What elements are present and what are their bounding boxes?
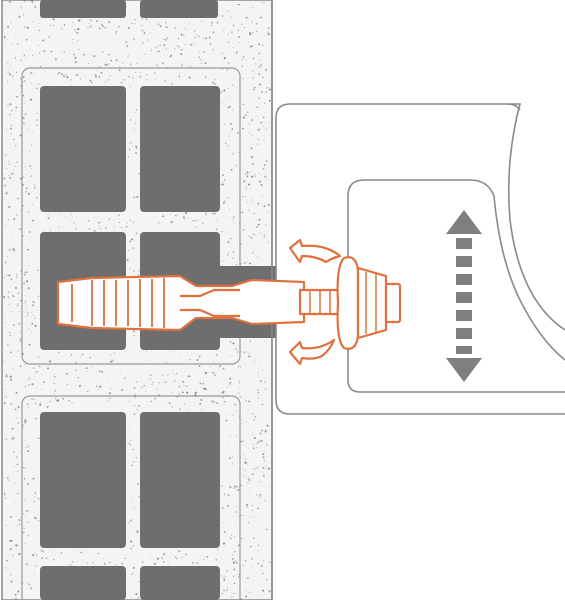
- rotation-arrow-top: [288, 238, 342, 264]
- arrow-dash-7: [456, 346, 472, 354]
- block-shell-lower: [21, 395, 241, 600]
- arrow-dash-3: [456, 274, 472, 285]
- arrow-dash-1: [456, 238, 472, 249]
- anchor-sleeve: [56, 274, 306, 332]
- arrow-dash-4: [456, 292, 472, 303]
- arrow-dash-5: [456, 310, 472, 321]
- block-shell-upper: [21, 67, 241, 365]
- nut-face-line: [365, 272, 377, 334]
- anchor-washer: [336, 256, 360, 350]
- vertical-double-arrow-icon: [446, 210, 482, 382]
- fixture-outer-outline: [275, 103, 565, 331]
- block-void-lower-left: [40, 412, 126, 548]
- anchor-wedge: [180, 288, 240, 318]
- fixture-inner-plate: [347, 179, 565, 361]
- block-void-top-left: [40, 0, 126, 18]
- arrow-dash-6: [456, 328, 472, 339]
- fixture-slot-edge: [507, 103, 521, 111]
- expansion-anchor: [56, 256, 402, 350]
- block-void-upper-right: [140, 86, 220, 212]
- block-void-lower-right: [140, 412, 220, 548]
- rod-threads: [309, 290, 331, 314]
- block-void-bottom-left: [40, 566, 126, 600]
- fixture-inner-bottom: [347, 196, 565, 393]
- anchor-bolt-end: [384, 282, 402, 324]
- curved-rotation-arrow-icon: [288, 238, 342, 366]
- anchor-nut: [356, 266, 388, 340]
- arrow-head-down: [446, 358, 482, 382]
- block-void-upper-left: [40, 86, 126, 212]
- arrow-dash-2: [456, 256, 472, 267]
- fixture-outer-bottom: [275, 118, 565, 415]
- anchor-ribs: [71, 278, 165, 328]
- block-void-top-right: [140, 0, 218, 18]
- block-void-bottom-right: [140, 566, 220, 600]
- arrow-head-up: [446, 210, 482, 234]
- wall-speckle-texture: [3, 0, 271, 600]
- rotation-arrow-bottom: [288, 338, 336, 366]
- fixture-bracket: [275, 103, 565, 415]
